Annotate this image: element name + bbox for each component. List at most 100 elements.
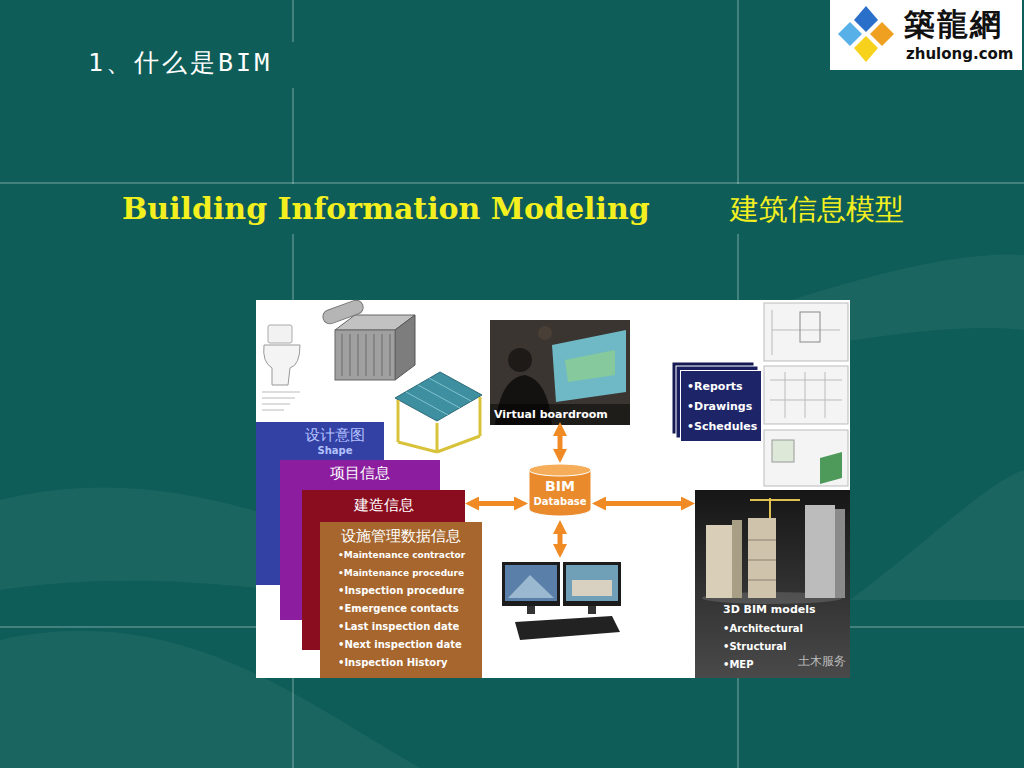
drawing-sheet-part — [805, 372, 806, 418]
grid-line-part — [738, 0, 739, 184]
glass-canopy-picture-part — [406, 392, 448, 415]
node-heading: 3D BIM models — [723, 600, 850, 620]
photo-panel: Virtual boardroom — [490, 320, 630, 425]
grid-line-part — [293, 88, 294, 184]
logo-name: 築龍網 — [904, 4, 1003, 46]
toilet-picture-part — [264, 345, 300, 385]
boardroom-photo-part — [490, 320, 630, 425]
toilet-picture-part — [262, 404, 290, 405]
glass-canopy-picture — [395, 372, 482, 452]
node-text: •Emergence contacts — [338, 600, 476, 618]
logo-panel-part — [870, 22, 894, 46]
monitor-picture-part — [508, 575, 554, 598]
node-heading: 设施管理数据信息 — [326, 526, 476, 546]
swoosh — [0, 255, 1024, 768]
node-heading: 建造信息 — [302, 495, 465, 515]
drawing-sheet-part — [770, 400, 842, 401]
monitor-picture — [502, 562, 621, 640]
swoosh-part — [850, 470, 1024, 600]
toilet-picture-part — [262, 392, 300, 393]
grid-line-part — [293, 234, 294, 300]
down-arrow-part — [553, 544, 567, 558]
monitor-picture-part — [563, 562, 621, 606]
node-text: •Next inspection date — [338, 636, 476, 654]
node-text: •Drawings — [687, 397, 757, 417]
node-text: •MEP — [723, 656, 850, 674]
node-heading: Virtual boardroom — [494, 408, 630, 422]
monitor-picture-part — [502, 562, 560, 606]
transformer-picture-part — [382, 334, 383, 376]
drawing-sheet-part — [764, 366, 848, 424]
node-heading: •Reports — [687, 377, 757, 397]
transformer-picture-part — [342, 334, 343, 376]
down-arrow-part — [558, 533, 563, 545]
building-model-picture — [695, 490, 850, 678]
output-card: •Reports•Drawings•Schedules — [680, 370, 762, 442]
down-arrow — [553, 520, 567, 558]
boardroom-photo-part — [552, 330, 626, 402]
transformer-picture-part — [321, 298, 365, 326]
monitor-picture-part — [505, 565, 557, 601]
monitor-picture-part — [566, 565, 618, 601]
cylinder-top — [529, 464, 591, 476]
glass-canopy-picture-part — [418, 385, 460, 408]
transformer-picture — [321, 298, 415, 380]
building-model-picture-part — [748, 560, 776, 561]
drawing-sheet-part — [772, 440, 794, 462]
monitor-picture-part — [515, 616, 620, 640]
grid-line-part — [0, 183, 1024, 184]
building-model-picture-part — [805, 505, 835, 598]
drawing-sheet-part — [825, 372, 826, 418]
model-panel: 3D BIM models•Architectural•Structural•M… — [695, 490, 850, 678]
watermark: 土木服务 — [798, 653, 846, 670]
drawing-sheet-part — [820, 452, 842, 484]
slide-title: 1、什么是BIM — [88, 46, 272, 79]
english-term: Building Information Modeling — [122, 191, 650, 226]
transformer-picture-part — [366, 334, 367, 376]
grid-line-part — [293, 678, 294, 768]
node-text: Shape — [286, 444, 384, 457]
boardroom-photo-part — [508, 348, 532, 372]
double-arrow — [558, 436, 563, 449]
logo-panel-part — [838, 22, 862, 46]
logo-panel-part — [830, 0, 1022, 70]
glass-canopy-picture-part-part — [436, 423, 439, 452]
building-model-picture-part — [695, 490, 850, 678]
transformer-picture-part — [374, 334, 375, 376]
cylinder-body — [529, 470, 591, 516]
node-text: •Last inspection date — [338, 618, 476, 636]
illustration-ground — [256, 300, 850, 678]
boardroom-photo — [490, 320, 630, 425]
monitor-picture-part — [527, 606, 535, 614]
grid-line-part — [0, 627, 256, 628]
chinese-term: 建筑信息模型 — [730, 192, 904, 226]
grid-line-part — [738, 234, 739, 300]
info-card: 设施管理数据信息•Maintenance contractor•Maintena… — [320, 522, 482, 678]
toilet-picture — [262, 325, 300, 410]
grid-line-part — [850, 627, 1024, 628]
drawing-sheet-part — [764, 303, 848, 361]
drawing-sheet-part — [800, 312, 820, 342]
node-text: •Inspection History — [338, 654, 476, 672]
logo-panel-part — [854, 36, 878, 62]
double-arrow — [606, 501, 681, 506]
node-heading: BIM — [528, 478, 592, 495]
down-arrow-part — [553, 520, 567, 534]
building-model-picture-part — [706, 525, 732, 598]
building-model-picture-part — [748, 518, 776, 598]
drawing-sheet-part — [772, 310, 773, 355]
drawing-sheet-part — [764, 430, 848, 486]
logo-panel — [830, 0, 1022, 70]
node-text: •Inspection procedure — [338, 582, 476, 600]
glass-canopy-picture-part-part — [398, 442, 437, 452]
transformer-picture-part — [350, 334, 351, 376]
node-text: •Maintenance procedure — [338, 564, 476, 582]
glass-canopy-picture-part — [395, 372, 482, 421]
node-text: •Schedules — [687, 417, 757, 437]
glass-canopy-picture-part-part — [479, 397, 482, 436]
node-text: •Architectural — [723, 620, 850, 638]
